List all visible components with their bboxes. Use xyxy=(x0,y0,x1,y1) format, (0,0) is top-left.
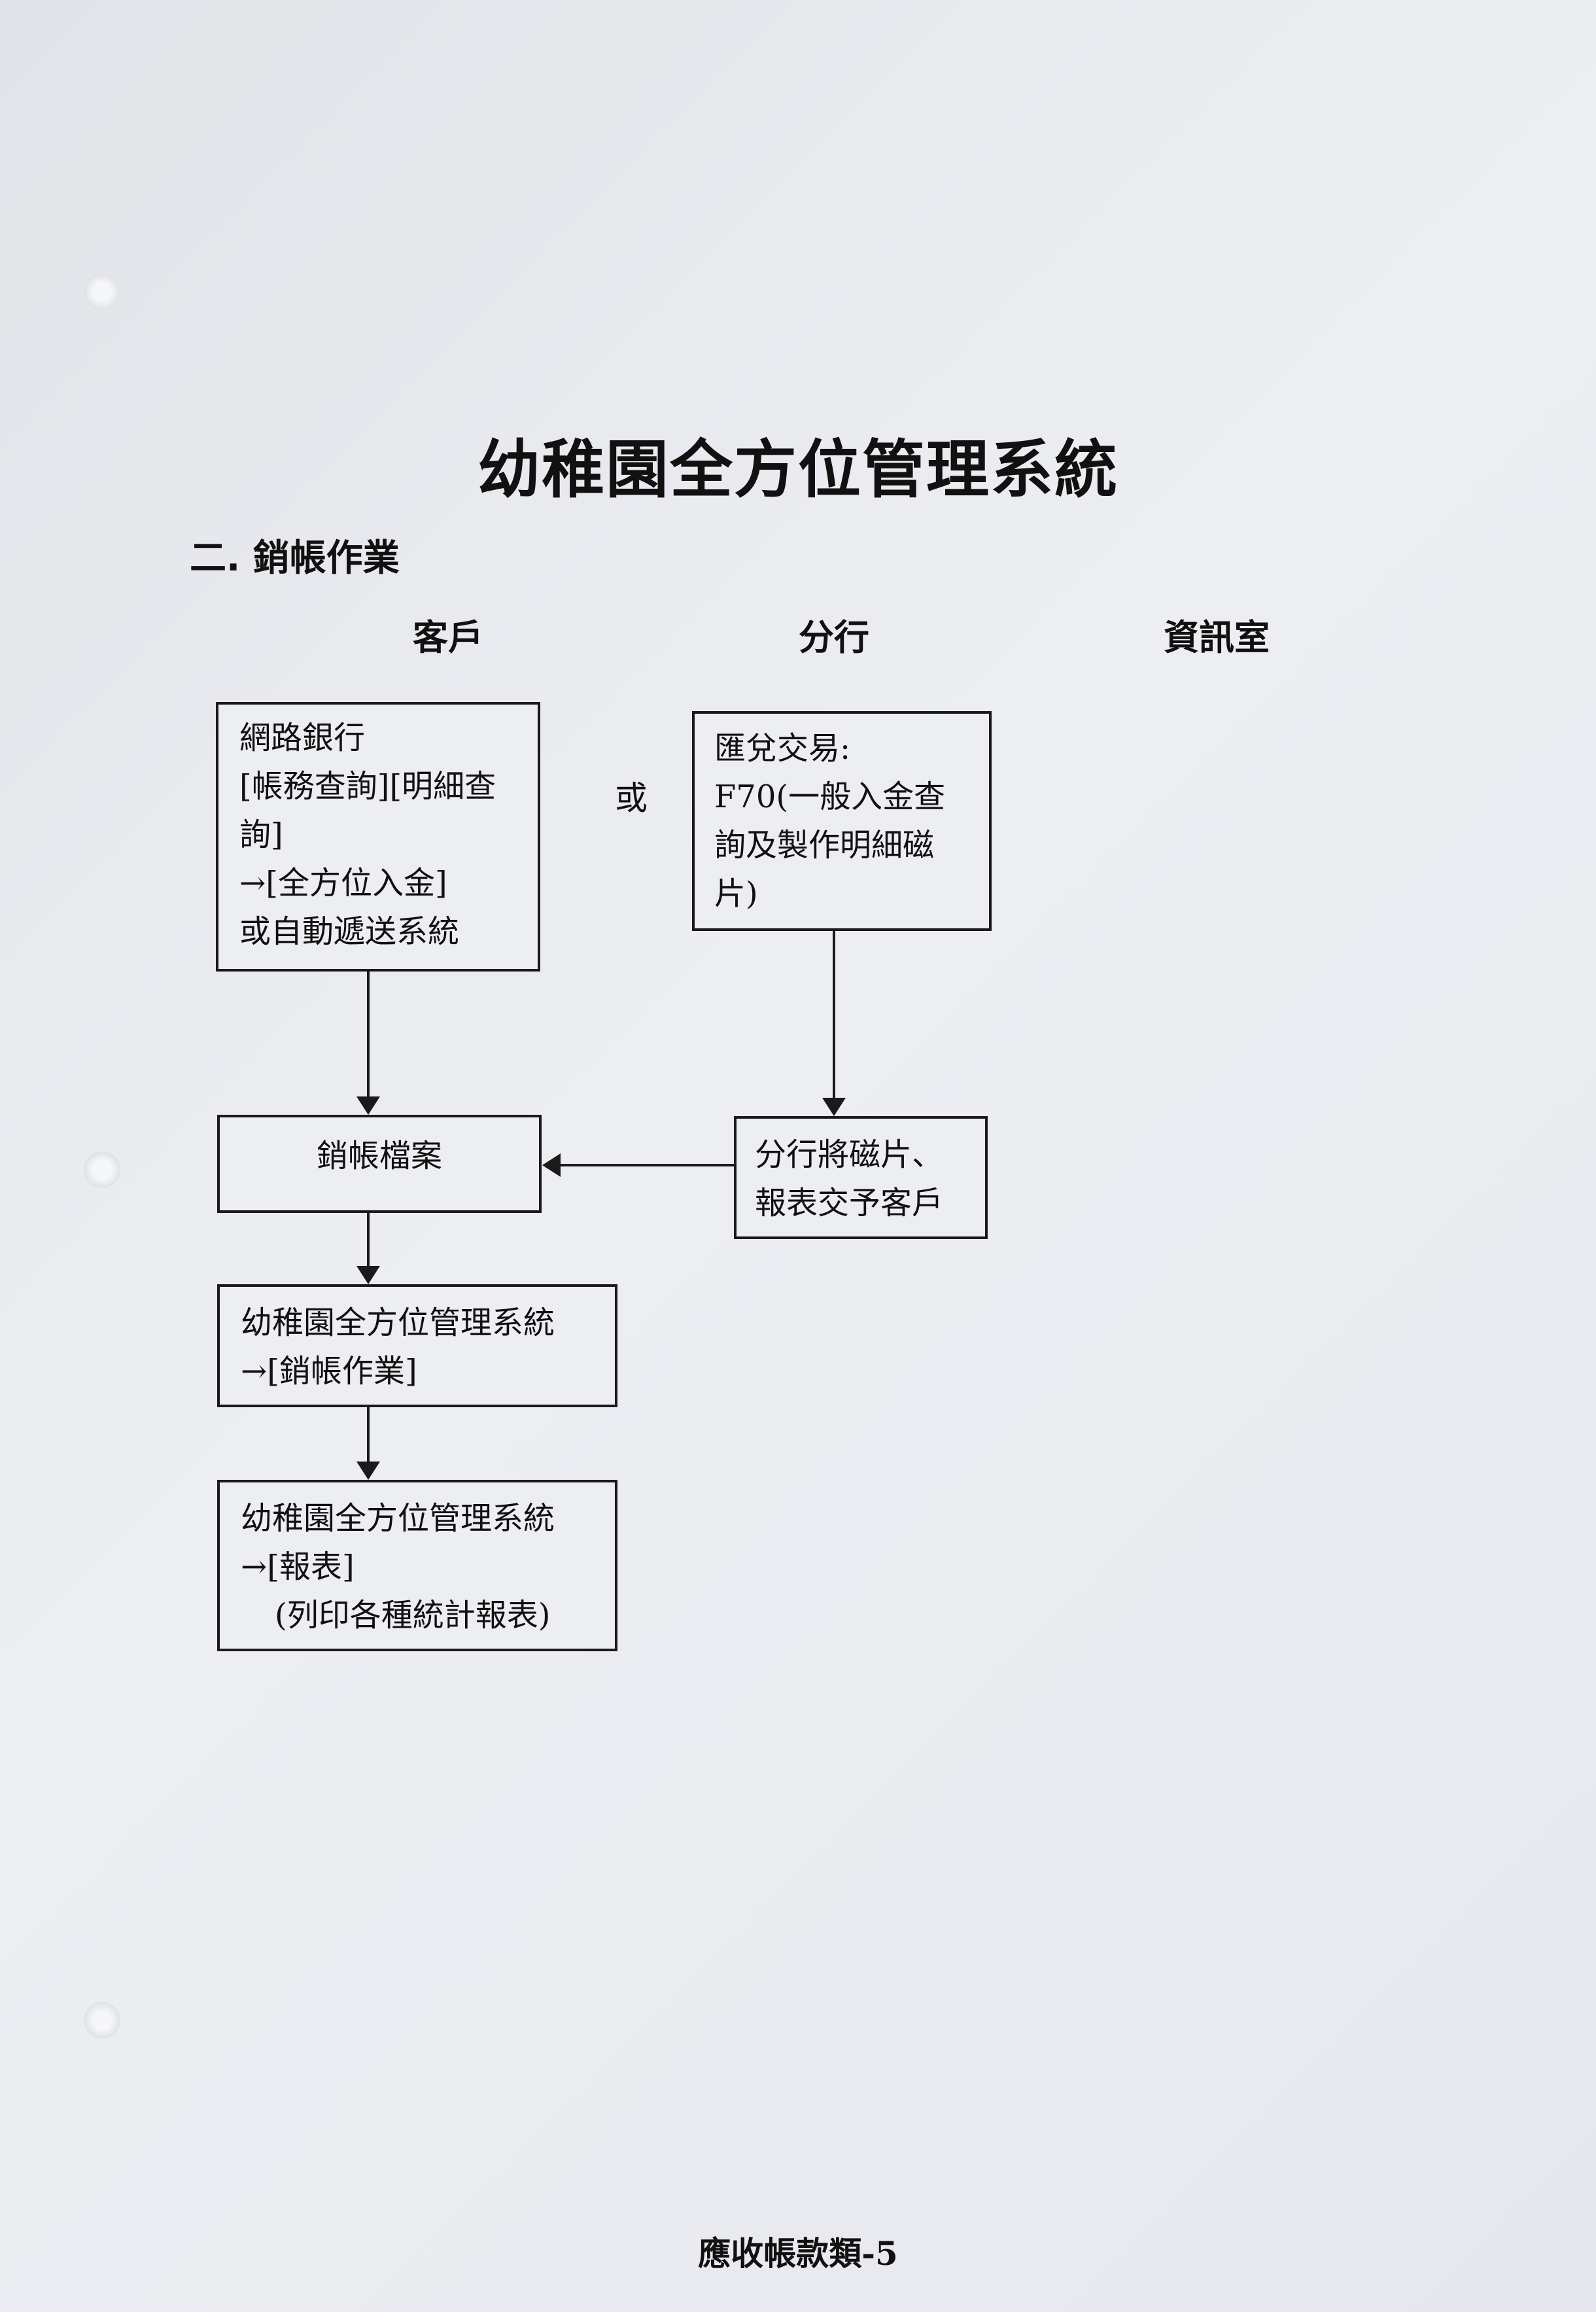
or-label: 或 xyxy=(615,779,648,817)
box-text: 詢] xyxy=(239,816,283,853)
box-text: 分行將磁片、 xyxy=(755,1136,944,1173)
page-footer: 應收帳款類-5 xyxy=(698,2234,898,2273)
box-text: 銷帳檔案 xyxy=(316,1138,442,1174)
box-text: 詢及製作明細磁 xyxy=(714,827,935,864)
section-heading: 二. 銷帳作業 xyxy=(190,537,400,580)
column-header-it-office: 資訊室 xyxy=(1164,617,1270,658)
box-text: →[全方位入金] xyxy=(239,865,447,902)
box-text: →[報表] xyxy=(241,1549,355,1585)
column-header-branch: 分行 xyxy=(799,617,869,658)
box-internet-banking: 網路銀行 [帳務查詢][明細查 詢] →[全方位入金] 或自動遞送系統 xyxy=(216,702,540,972)
box-system-writeoff: 幼稚園全方位管理系統 →[銷帳作業] xyxy=(217,1284,617,1407)
box-branch-delivery: 分行將磁片、 報表交予客戶 xyxy=(734,1116,988,1239)
box-text: 片) xyxy=(714,875,758,912)
box-text: 匯兌交易: xyxy=(714,730,851,767)
box-text: 幼稚園全方位管理系統 xyxy=(241,1500,555,1537)
box-text: 網路銀行 xyxy=(239,720,366,756)
punch-hole xyxy=(84,1151,120,1188)
box-system-report: 幼稚園全方位管理系統 →[報表] (列印各種統計報表) xyxy=(217,1480,617,1651)
punch-hole xyxy=(84,273,120,310)
page-title: 幼稚園全方位管理系統 xyxy=(477,432,1119,506)
box-text: →[銷帳作業] xyxy=(241,1353,417,1390)
box-writeoff-file: 銷帳檔案 xyxy=(217,1115,542,1213)
punch-hole xyxy=(84,2002,120,2039)
box-text: (列印各種統計報表) xyxy=(275,1597,551,1634)
column-header-customer: 客戶 xyxy=(413,617,483,658)
box-text: 報表交予客戶 xyxy=(755,1185,944,1221)
box-remittance-transaction: 匯兌交易: F70(一般入金查 詢及製作明細磁 片) xyxy=(692,711,992,931)
box-text: 幼稚園全方位管理系統 xyxy=(241,1305,555,1341)
box-text: 或自動遞送系統 xyxy=(239,913,460,950)
box-text: [帳務查詢][明細查 xyxy=(239,768,496,805)
box-text: F70(一般入金查 xyxy=(714,779,946,815)
